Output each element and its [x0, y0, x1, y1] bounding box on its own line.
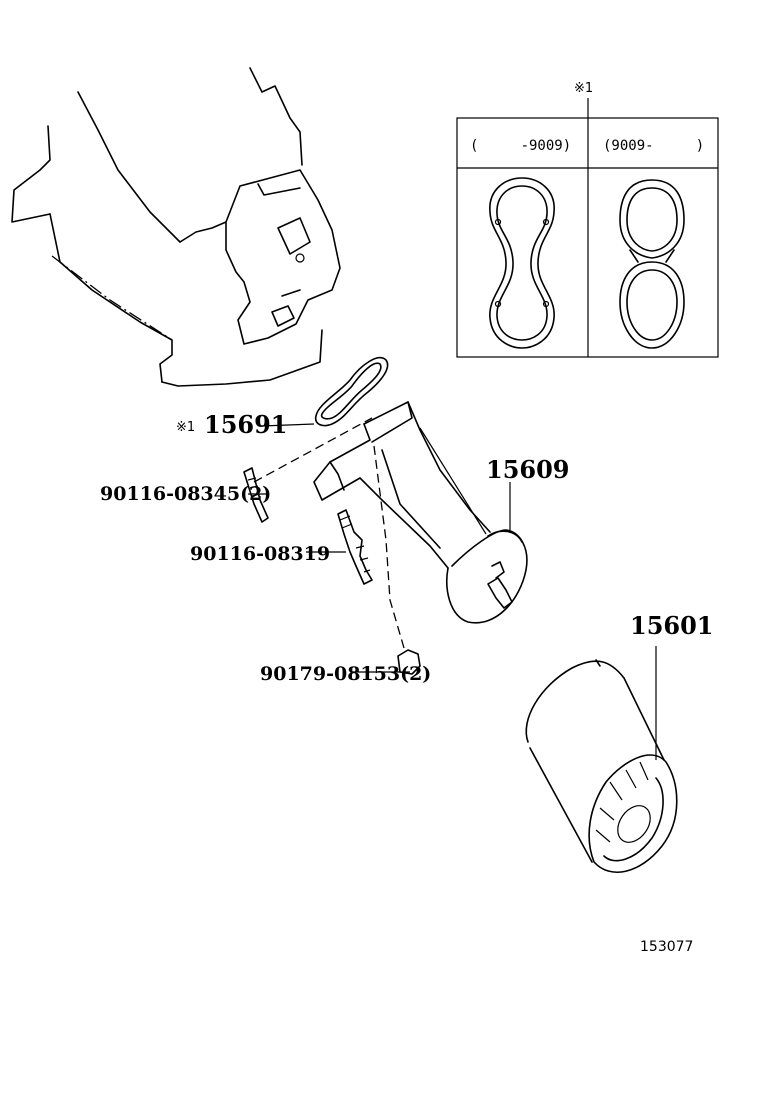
gasket-marker: ※1 [176, 420, 195, 435]
nut-alignment-line [373, 445, 405, 649]
part-number-bracket: 15609 [486, 455, 570, 484]
part-number-nut: 90179-08153(2) [260, 663, 431, 685]
illustration-id: 153077 [640, 939, 693, 955]
gasket-illustration [261, 356, 389, 427]
variant-inset-box: ※1 ( -9009) (9009- ) [456, 81, 719, 358]
inset-marker: ※1 [574, 81, 593, 96]
part-number-filter: 15601 [630, 611, 714, 640]
oil-filter-illustration [525, 646, 678, 874]
bolt-b-illustration [306, 509, 373, 585]
inset-col-right-label: (9009- ) [603, 138, 704, 154]
engine-block-illustration [11, 67, 341, 387]
part-number-bolt-b: 90116-08319 [190, 543, 330, 565]
inset-col-left-label: ( -9009) [470, 138, 571, 154]
nut-illustration [350, 649, 421, 675]
filter-bracket-illustration [313, 401, 528, 624]
part-number-gasket: 15691 [204, 410, 288, 439]
gasket-old-type-illustration [489, 177, 555, 349]
bolt-a-illustration [243, 467, 269, 523]
bolt-a-alignment-line [253, 417, 373, 483]
part-number-bolt-a: 90116-08345(2) [100, 483, 271, 505]
gasket-new-type-illustration [619, 179, 685, 349]
